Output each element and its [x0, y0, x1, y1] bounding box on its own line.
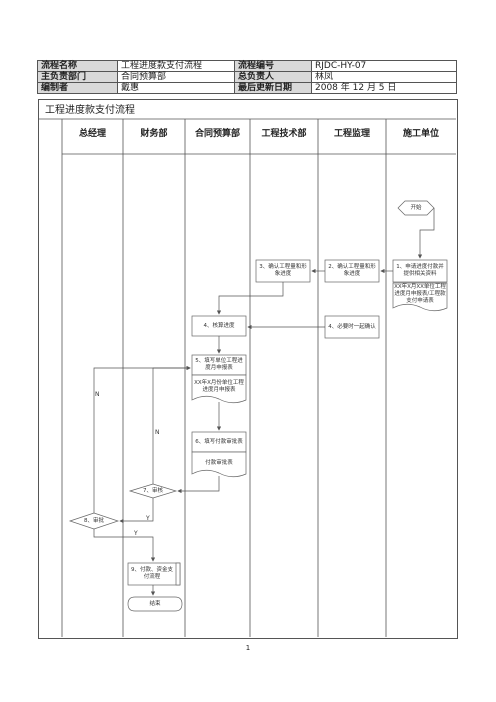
doc6-label: 付款审批表	[205, 459, 233, 466]
info-key: 最后更新日期	[234, 82, 312, 94]
page-number: 1	[245, 644, 251, 652]
info-row: 编制者 戴惠 最后更新日期 2008 年 12 月 5 日	[37, 82, 457, 94]
step1-label: 1、申请进度付款并提供相关资料	[396, 264, 444, 277]
step4-label: 4、核算进度	[203, 322, 235, 329]
info-value: 2008 年 12 月 5 日	[311, 82, 457, 94]
info-row: 流程名称 工程进度款支付流程 流程编号 RJDC-HY-07	[37, 60, 457, 72]
info-row: 主负责部门 合同预算部 总负责人 林凤	[37, 71, 457, 83]
process-info-table: 流程名称 工程进度款支付流程 流程编号 RJDC-HY-07 主负责部门 合同预…	[37, 60, 457, 94]
approve-decision-shape	[68, 512, 120, 530]
edge-label-no: N	[95, 391, 100, 398]
edge-start-step1	[417, 208, 435, 259]
review-label: 7、审核	[143, 487, 163, 494]
lane-header-contract-budget: 合同预算部	[194, 129, 240, 139]
step4b-label: 4、必要时一起确认	[328, 323, 376, 330]
edge-approve-no	[93, 365, 191, 513]
step9-label: 9、付款、资金支付流程	[131, 567, 173, 580]
edge-review-no	[152, 365, 191, 484]
doc6-shape	[191, 451, 247, 478]
step3-label: 3、确认工程量和形象进度	[259, 264, 307, 277]
review-decision-shape	[128, 483, 178, 499]
step9-predefined-bar	[175, 562, 181, 586]
doc1-label: XX年X月XX单位工程进度月申报表/工程款支付申请表	[394, 283, 446, 304]
step5-label: 5、填写单位工程进度月申报表	[195, 358, 243, 371]
step2-label: 2、确认工程量和形象进度	[328, 264, 376, 277]
lane-header-finance: 财务部	[140, 129, 168, 139]
edge-label-no: N	[155, 429, 160, 436]
lane-header-contractor: 施工单位	[402, 129, 439, 139]
approve-label: 8、审批	[84, 517, 104, 524]
edge-label-yes: Y	[134, 530, 138, 537]
end-node: 结束	[149, 600, 161, 607]
start-node: 开始	[410, 204, 422, 211]
edge-step6-review	[177, 476, 220, 494]
lane-header-engineering: 工程技术部	[261, 129, 307, 139]
step6-label: 6、填写付款审批表	[195, 438, 243, 445]
flowchart-title: 工程进度款支付流程	[45, 105, 135, 116]
doc5-shape	[191, 374, 247, 404]
lane-header-ceo: 总经理	[78, 129, 106, 139]
edge-approve-yes	[93, 529, 156, 562]
flowchart-frame	[38, 99, 458, 639]
end-terminator-shape	[127, 596, 183, 612]
edge-label-yes: Y	[146, 515, 150, 522]
edge-step3-step4	[216, 282, 284, 315]
doc5-label: XX年X月份单位工程进度月申报表	[194, 380, 244, 393]
lane-header-supervision: 工程监理	[333, 129, 370, 139]
edge-review-yes	[119, 498, 154, 524]
doc1-shape	[392, 282, 448, 312]
